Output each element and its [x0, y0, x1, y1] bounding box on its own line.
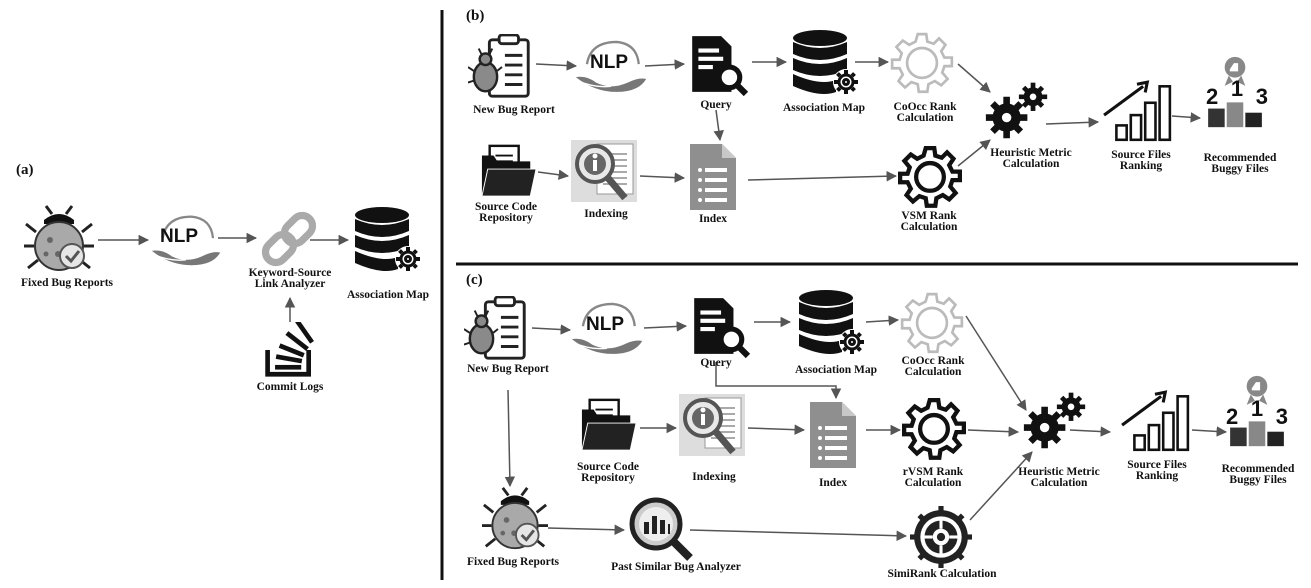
- arrow-b-vsm-heur: [957, 139, 991, 167]
- a-fixed-bug-reports-label: Fixed Bug Reports: [21, 277, 113, 289]
- c-heuristic-label: Heuristic Metric Calculation: [1018, 466, 1100, 489]
- arrow-c-report-nlp: [531, 324, 572, 335]
- commit-logs-icon: [262, 322, 318, 378]
- b-nlp-text: NLP: [590, 52, 628, 73]
- c-simirank-label: SimiRank Calculation: [887, 568, 997, 580]
- arrow-c-cooc-heur: [965, 315, 1027, 411]
- c-past-similar-analyzer-icon: [626, 494, 696, 564]
- c-query-label: Query: [700, 357, 732, 369]
- link-chain-icon: [258, 208, 320, 270]
- b-query-icon: [686, 34, 748, 96]
- arrow-c-simi-heur: [969, 451, 1033, 521]
- arrow-b-cooc-heur: [957, 63, 991, 93]
- arrow-c-rank-rec: [1191, 426, 1228, 437]
- database-gear-icon: [352, 204, 422, 276]
- b-source-repo-label: Source Code Repository: [474, 201, 538, 224]
- b-folder-icon: [478, 142, 540, 200]
- b-ranking-label: Source Files Ranking: [1111, 149, 1171, 172]
- c-cooc-gear-icon: [900, 292, 964, 356]
- c-past-similar-label: Past Similar Bug Analyzer: [611, 561, 741, 573]
- a-commit-logs-label: Commit Logs: [256, 381, 324, 393]
- c-association-map-label: Association Map: [794, 364, 878, 376]
- b-heuristic-gears-icon: [984, 80, 1050, 140]
- b-database-icon: [790, 28, 860, 98]
- c-indexing-label: Indexing: [692, 471, 736, 483]
- c-source-repo-label: Source Code Repository: [576, 461, 640, 484]
- arrow-b-nlp-query: [644, 59, 686, 70]
- fixed-bug-icon: [22, 204, 96, 274]
- c-folder-icon: [578, 396, 640, 454]
- b-vsm-label: VSM Rank Calculation: [900, 210, 958, 233]
- panel-label-b: (b): [466, 8, 485, 24]
- b-association-map-label: Association Map: [782, 102, 866, 114]
- b-indexing-label: Indexing: [584, 208, 628, 220]
- arrow-b-report-nlp: [535, 60, 578, 71]
- c-podium-numbers: 2 1 3: [1226, 396, 1288, 429]
- arrow-b-index-vsm: [747, 171, 898, 182]
- b-cooc-gear-icon: [890, 32, 954, 96]
- b-recommended-label: Recommended Buggy Files: [1203, 152, 1277, 175]
- b-bug-report-icon: [468, 34, 536, 102]
- b-new-bug-report-label: New Bug Report: [473, 104, 555, 116]
- arrow-c-nlp-query: [643, 321, 688, 332]
- arrow-b-query-index: [713, 109, 724, 142]
- c-index-label: Index: [818, 477, 848, 489]
- arrow-c-rvsm-heur: [967, 426, 1020, 437]
- a-keyword-source-label: Keyword-Source Link Analyzer: [248, 267, 332, 290]
- b-podium-numbers: 2 1 3: [1206, 76, 1268, 109]
- c-index-icon: [808, 400, 858, 470]
- b-ranking-icon: [1102, 80, 1174, 142]
- c-simirank-gear-icon: [910, 506, 972, 568]
- arrow-b-indexing-index: [639, 172, 686, 183]
- b-heuristic-label: Heuristic Metric Calculation: [990, 147, 1072, 170]
- c-heuristic-gears-icon: [1022, 390, 1088, 450]
- c-rvsm-gear-icon: [902, 398, 966, 462]
- c-query-icon: [688, 296, 750, 358]
- arrow-c-map-cooc: [865, 315, 900, 326]
- b-vsm-gear-icon: [898, 146, 962, 210]
- c-bug-report-icon: [464, 296, 532, 364]
- arrow-c-indexing-index: [747, 424, 806, 435]
- c-fixed-bug-icon: [480, 486, 550, 552]
- c-database-icon: [796, 288, 866, 358]
- c-nlp-text: NLP: [586, 314, 624, 335]
- panel-label-c: (c): [466, 272, 483, 288]
- a-nlp-text: NLP: [160, 226, 198, 247]
- c-ranking-label: Source Files Ranking: [1127, 459, 1187, 482]
- c-ranking-icon: [1120, 390, 1192, 452]
- arrow-b-repo-indexing: [537, 169, 570, 180]
- arrow-c-heur-rank: [1069, 426, 1112, 437]
- b-cooc-label: CoOcc Rank Calculation: [893, 101, 957, 124]
- arrow-b-rank-rec: [1171, 112, 1202, 123]
- arrow-c-report-fixed: [504, 389, 516, 488]
- c-recommended-label: Recommended Buggy Files: [1221, 463, 1295, 486]
- c-new-bug-report-label: New Bug Report: [467, 363, 549, 375]
- b-index-icon: [688, 142, 738, 212]
- c-rvsm-label: rVSM Rank Calculation: [902, 466, 964, 489]
- b-query-label: Query: [700, 99, 732, 111]
- arrow-c-analyzer-simi: [689, 529, 908, 541]
- arrow-c-query-index: [715, 362, 842, 400]
- c-indexing-icon: [676, 392, 748, 462]
- arrow-c-fixed-analyzer: [547, 524, 626, 535]
- a-association-map-label: Association Map: [346, 289, 430, 301]
- arrow-b-heur-rank: [1045, 117, 1100, 128]
- c-cooc-label: CoOcc Rank Calculation: [901, 355, 965, 378]
- c-fixed-bug-reports-label: Fixed Bug Reports: [467, 556, 559, 568]
- b-index-label: Index: [698, 213, 728, 225]
- panel-label-a: (a): [16, 162, 34, 178]
- b-indexing-icon: [568, 138, 640, 208]
